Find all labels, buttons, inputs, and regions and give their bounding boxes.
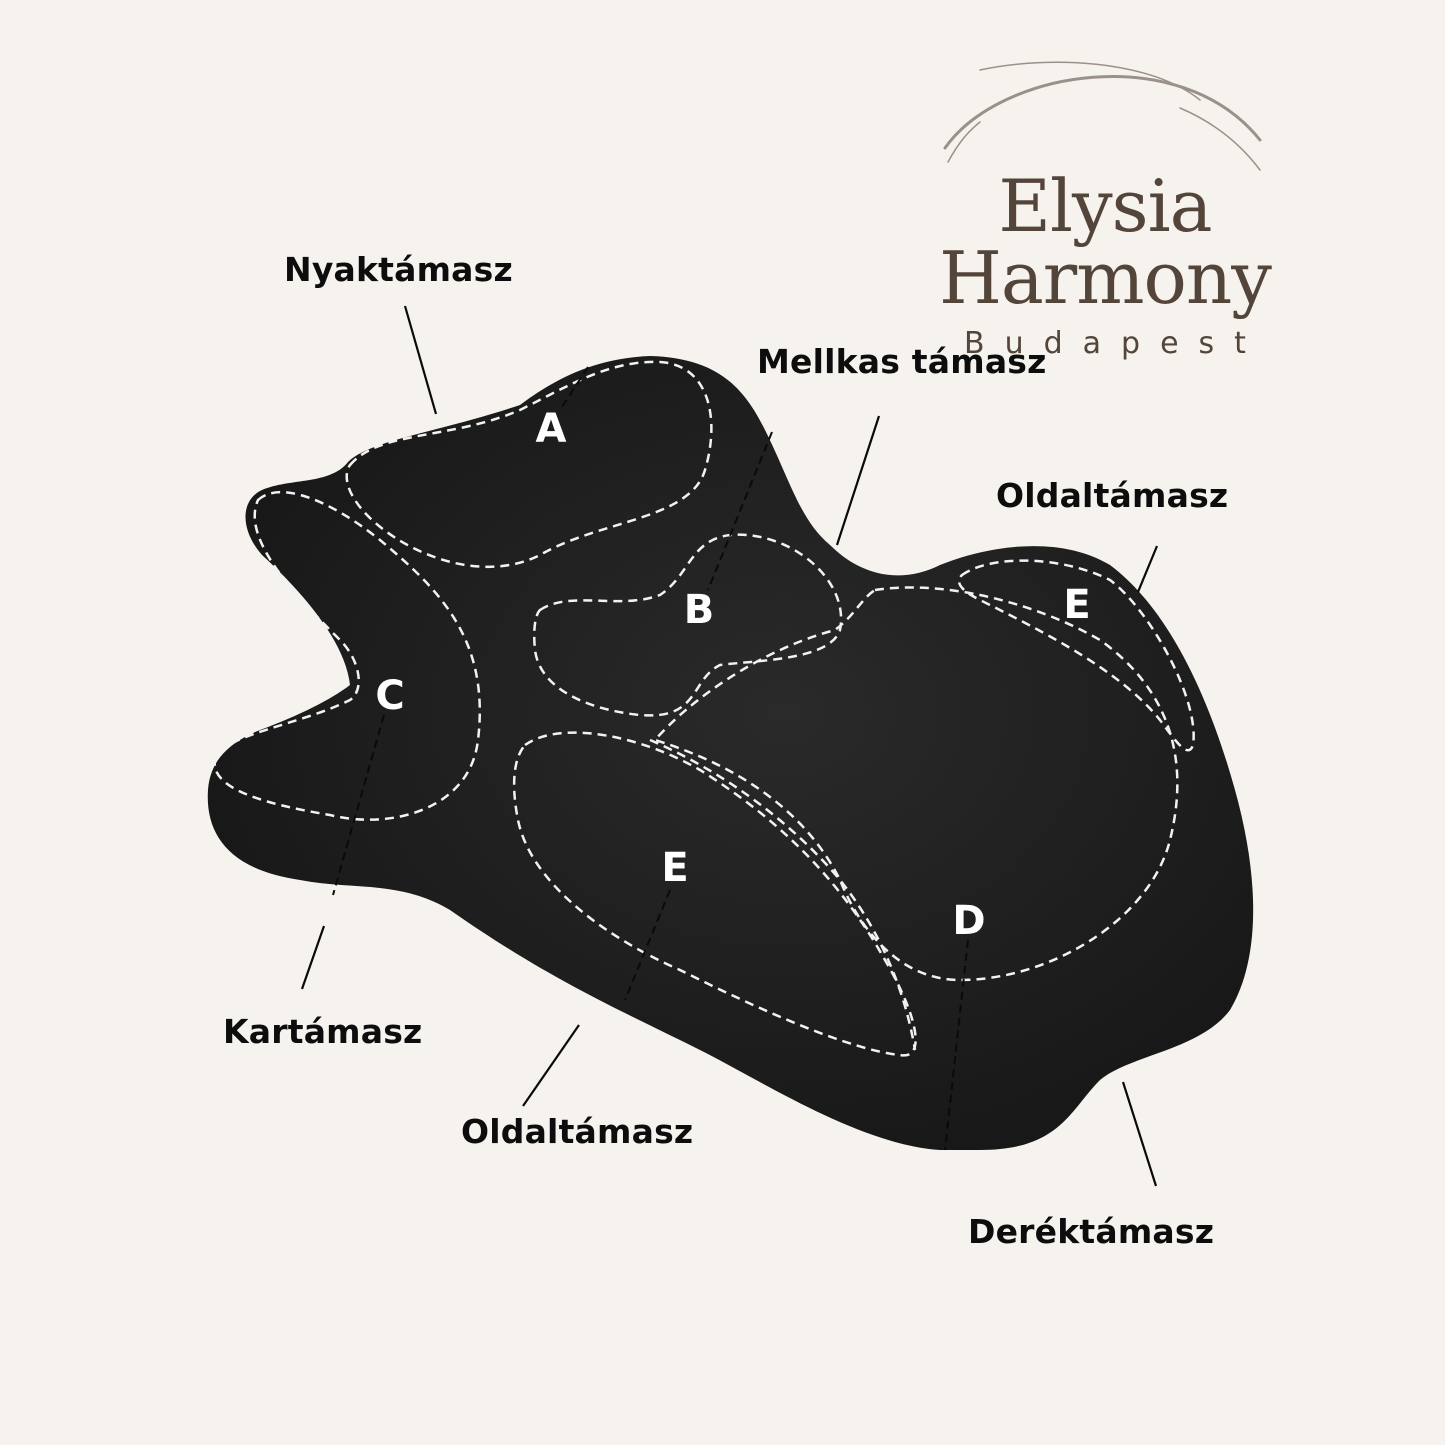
stitch-lines xyxy=(213,360,1195,1057)
callout-lumbar-support: Deréktámasz xyxy=(968,1212,1215,1251)
callout-side-support-right: Oldaltámasz xyxy=(996,476,1229,515)
callout-shoulder-support: Kartámasz xyxy=(223,1012,423,1051)
callout-side-support-bottom: Oldaltámasz xyxy=(461,1112,694,1151)
zone-leaders xyxy=(332,366,969,1151)
zone-c-label: C xyxy=(375,673,404,719)
zone-e-left-outline xyxy=(512,731,917,1057)
brand-subtitle: Budapest xyxy=(964,326,1266,361)
callout-chest-support: Mellkas támasz xyxy=(757,342,1047,381)
brand-logo: Elysia Harmony Budapest xyxy=(835,170,1375,361)
brand-name: Elysia Harmony xyxy=(939,164,1272,320)
zone-d-label: D xyxy=(952,898,985,944)
zone-e-right-label: E xyxy=(1063,582,1090,628)
zone-e-left-label: E xyxy=(661,845,688,891)
callout-neck-support: Nyaktámasz xyxy=(284,250,513,289)
zone-a-outline xyxy=(345,360,713,569)
logo-arc-icon xyxy=(943,61,1262,171)
zone-d-outline xyxy=(652,586,1179,982)
zone-a-label: A xyxy=(536,406,567,452)
zone-b-label: B xyxy=(684,587,715,633)
zone-c-outline xyxy=(213,491,481,821)
zone-e-right-outline xyxy=(957,559,1195,752)
callout-lines xyxy=(300,305,1159,1187)
pillow-body xyxy=(207,356,1254,1150)
